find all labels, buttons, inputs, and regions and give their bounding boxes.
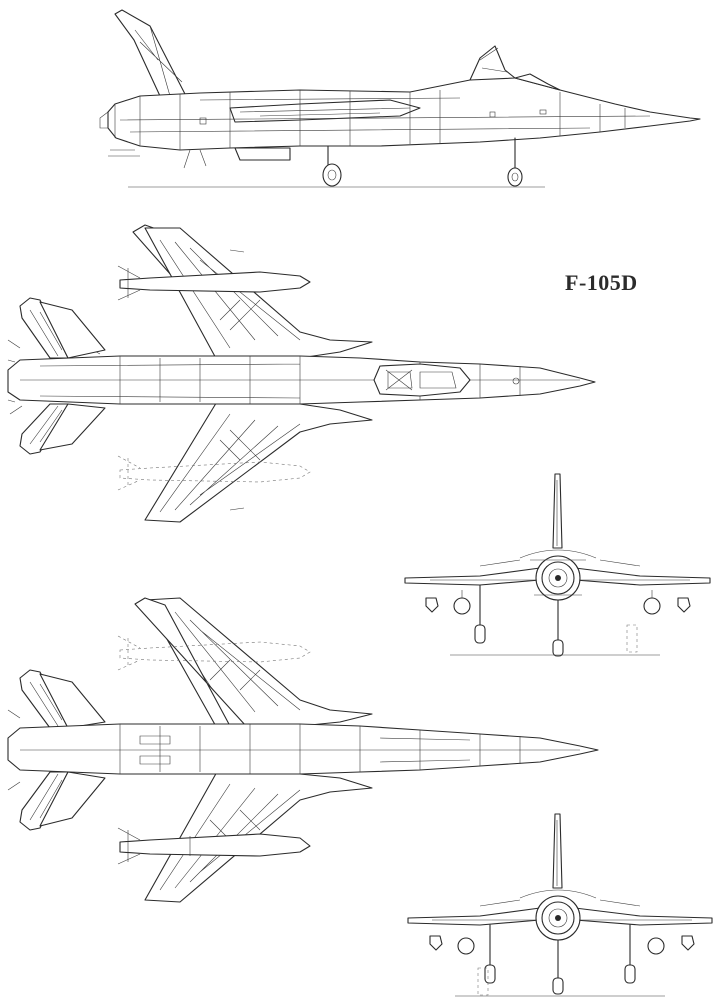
bottom-view-lower [7,597,599,903]
side-view [99,9,701,188]
aircraft-designation-label: F-105D [565,270,638,295]
top-view-upper [7,224,596,523]
front-view-lower [407,813,713,997]
front-view-upper [404,473,711,657]
